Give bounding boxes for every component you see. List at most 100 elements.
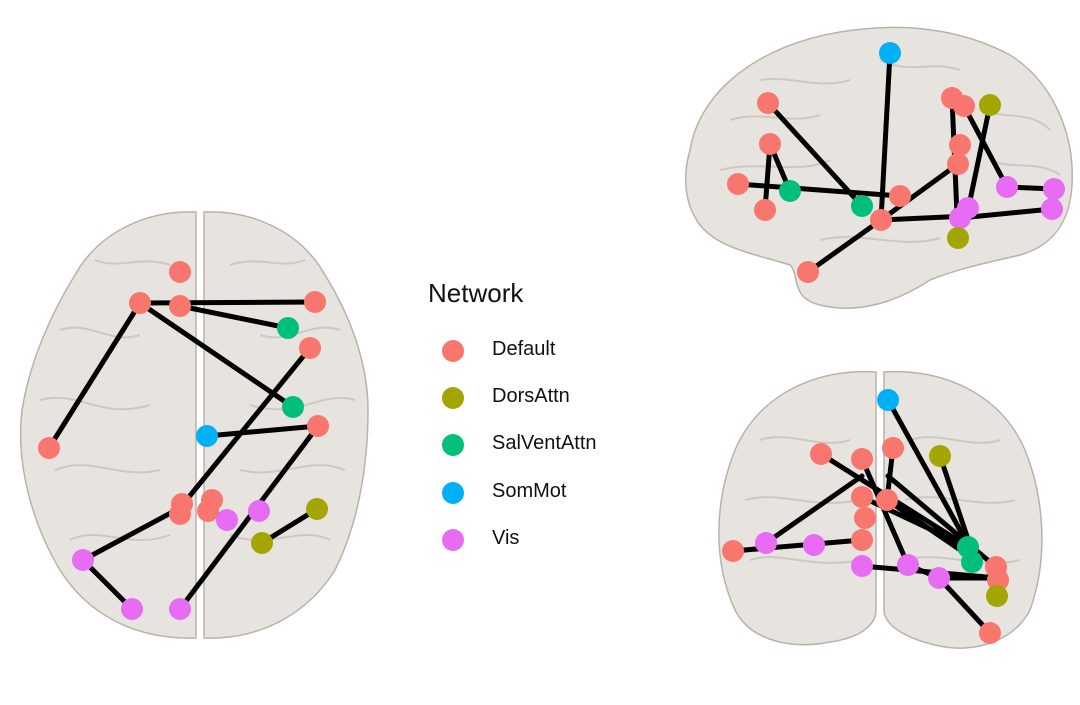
sagittal-edge — [961, 103, 1010, 190]
sagittal-node-dorsattn — [947, 227, 969, 249]
coronal-brain-outline — [718, 370, 1043, 649]
coronal-edge — [885, 397, 973, 551]
axial-edge — [204, 423, 321, 439]
axial-node-default — [169, 261, 191, 283]
legend-dot-vis — [442, 529, 464, 551]
sagittal-edge — [805, 217, 884, 275]
sagittal-edge — [957, 206, 1055, 221]
coronal-node-default — [851, 486, 873, 508]
legend-label-default: Default — [492, 338, 556, 360]
axial-node-somMot — [196, 425, 218, 447]
axial-edge — [177, 303, 291, 331]
coronal-node-vis — [851, 555, 873, 577]
coronal-node-dorsattn — [986, 585, 1008, 607]
coronal-node-salventattn — [961, 551, 983, 573]
axial-node-default — [307, 415, 329, 437]
coronal-edge — [763, 473, 865, 546]
legend-item-dorsattn: DorsAttn — [442, 383, 652, 413]
sagittal-node-vis — [1041, 198, 1063, 220]
legend-label-vis: Vis — [492, 527, 520, 549]
axial-edge — [80, 557, 135, 612]
axial-edge — [177, 345, 313, 511]
sagittal-node-dorsattn — [979, 94, 1001, 116]
coronal-node-default — [876, 489, 898, 511]
coronal-node-default — [851, 529, 873, 551]
axial-node-default — [304, 291, 326, 313]
sagittal-node-default — [953, 95, 975, 117]
coronal-node-default — [722, 540, 744, 562]
legend-dot-salventattn — [442, 434, 464, 456]
legend-label-salventattn: SalVentAttn — [492, 432, 597, 454]
coronal-node-vis — [803, 534, 825, 556]
sagittal-node-default — [797, 261, 819, 283]
axial-edge — [137, 299, 318, 306]
sagittal-nodes — [727, 42, 1065, 283]
axial-node-vis — [248, 500, 270, 522]
legend-title: Network — [428, 278, 524, 308]
coronal-node-default — [979, 622, 1001, 644]
axial-edge — [137, 300, 296, 410]
sagittal-node-default — [949, 134, 971, 156]
axial-node-salventattn — [277, 317, 299, 339]
sagittal-node-default — [870, 209, 892, 231]
sagittal-edge — [765, 100, 865, 209]
axial-nodes — [38, 261, 329, 620]
coronal-node-somMot — [877, 389, 899, 411]
axial-node-default — [129, 292, 151, 314]
coronal-brain-view — [718, 370, 1043, 649]
legend-label-dorsattn: DorsAttn — [492, 385, 570, 407]
axial-edge — [46, 300, 143, 451]
axial-node-vis — [72, 549, 94, 571]
sagittal-node-vis — [949, 207, 971, 229]
axial-edges — [46, 299, 321, 612]
axial-node-vis — [216, 509, 238, 531]
coronal-node-default — [851, 448, 873, 470]
coronal-node-vis — [928, 567, 950, 589]
sagittal-edge — [965, 102, 993, 213]
sagittal-node-vis — [1043, 178, 1065, 200]
coronal-nodes — [722, 389, 1009, 644]
axial-node-dorsattn — [306, 498, 328, 520]
coronal-node-dorsattn — [929, 445, 951, 467]
axial-edge — [80, 505, 183, 563]
sagittal-edge — [878, 161, 961, 223]
sagittal-node-salventattn — [851, 195, 873, 217]
sagittal-node-default — [727, 173, 749, 195]
axial-node-vis — [121, 598, 143, 620]
sagittal-node-default — [757, 92, 779, 114]
coronal-node-default — [810, 443, 832, 465]
axial-node-dorsattn — [251, 532, 273, 554]
sagittal-brain-view — [684, 26, 1073, 309]
axial-node-default — [299, 337, 321, 359]
coronal-edge — [859, 456, 911, 568]
sagittal-node-salventattn — [779, 180, 801, 202]
coronal-edge — [885, 473, 999, 570]
coronal-edge — [936, 575, 993, 636]
axial-node-default — [169, 295, 191, 317]
sagittal-node-somMot — [879, 42, 901, 64]
axial-node-vis — [169, 598, 191, 620]
legend-item-vis: Vis — [442, 525, 652, 555]
axial-brain-view — [19, 211, 369, 639]
axial-node-salventattn — [282, 396, 304, 418]
sagittal-node-vis — [996, 176, 1018, 198]
legend-label-sommot: SomMot — [492, 480, 567, 502]
legend-item-default: Default — [442, 336, 652, 366]
coronal-edge — [730, 537, 865, 554]
sagittal-node-default — [759, 133, 781, 155]
coronal-node-default — [854, 507, 876, 529]
sagittal-edge — [762, 141, 773, 213]
sagittal-edge — [878, 50, 893, 223]
legend-dot-default — [442, 340, 464, 362]
axial-node-default — [169, 503, 191, 525]
sagittal-node-default — [947, 153, 969, 175]
axial-node-default — [197, 500, 219, 522]
coronal-node-vis — [755, 532, 777, 554]
sagittal-brain-outline — [684, 26, 1073, 309]
legend-dot-dorsattn — [442, 387, 464, 409]
sagittal-edge — [735, 181, 903, 199]
sagittal-node-default — [754, 199, 776, 221]
legend-dot-sommot — [442, 482, 464, 504]
coronal-node-default — [987, 569, 1009, 591]
